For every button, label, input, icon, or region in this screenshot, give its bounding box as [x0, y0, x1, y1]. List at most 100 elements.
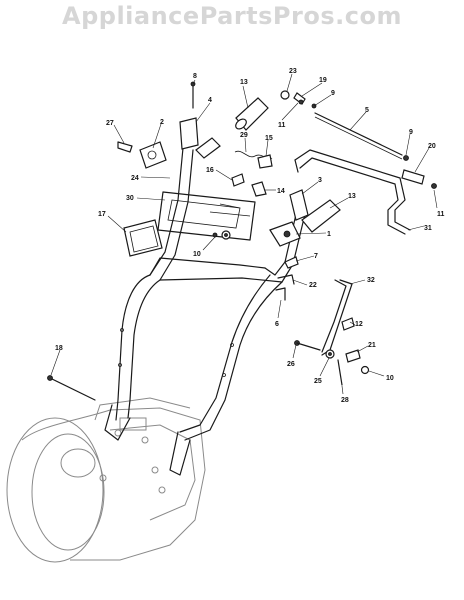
- leader-12: [349, 321, 356, 326]
- callout-8: 8: [193, 73, 197, 80]
- washer-25-center: [328, 352, 332, 356]
- callout-27: 27: [106, 120, 114, 127]
- grip-3: [289, 189, 309, 221]
- handle-frame: [104, 147, 306, 476]
- leader-29: [244, 137, 247, 153]
- housing-opening: [6, 417, 104, 563]
- callout-13-right: 13: [348, 193, 356, 200]
- leader-17: [107, 215, 127, 233]
- control-assembly-right: [269, 221, 301, 247]
- frame-hole: [222, 373, 226, 377]
- leader-4: [195, 102, 211, 123]
- clip-23: [280, 90, 290, 100]
- leader-28: [341, 385, 344, 395]
- callout-7: 7: [314, 253, 318, 260]
- leader-3: [301, 181, 319, 195]
- leader-25: [319, 357, 330, 377]
- callout-26: 26: [287, 361, 295, 368]
- bracket-15: [257, 154, 273, 169]
- callout-14: 14: [277, 188, 285, 195]
- left-lower-frame-inner: [127, 279, 161, 419]
- leader-11-top: [281, 102, 299, 121]
- nut-10-left: [212, 232, 218, 238]
- frame-crossbar-lower: [159, 277, 283, 283]
- housing-bracket: [119, 417, 147, 431]
- leader-16: [215, 169, 233, 181]
- callout-1: 1: [327, 231, 331, 238]
- callout-30: 30: [126, 195, 134, 202]
- callout-23: 23: [289, 68, 297, 75]
- callout-20: 20: [428, 143, 436, 150]
- callout-9-top: 9: [331, 90, 335, 97]
- callout-19: 19: [319, 77, 327, 84]
- pin-28: [337, 359, 343, 386]
- callout-9-right: 9: [409, 129, 413, 136]
- callout-labels: 8 23 19 13 4 9 5 27 2 11 29 15 9 20 16 2…: [55, 68, 445, 404]
- leader-10-lower: [368, 370, 385, 377]
- callout-3: 3: [318, 177, 322, 184]
- callout-2: 2: [160, 119, 164, 126]
- leader-26: [292, 344, 297, 359]
- callout-13-top: 13: [240, 79, 248, 86]
- callout-21: 21: [368, 342, 376, 349]
- rod-5: [314, 112, 403, 156]
- leader-8: [192, 79, 196, 85]
- housing-body: [21, 407, 206, 561]
- auger-housing: [6, 397, 206, 563]
- callout-12: 12: [355, 321, 363, 328]
- leader-2: [152, 123, 162, 149]
- watermark: AppliancePartsPros.com: [62, 2, 402, 30]
- frame-hole: [118, 363, 122, 367]
- callout-11-top: 11: [278, 122, 286, 129]
- knob-27: [117, 141, 133, 153]
- right-handle-mount: [169, 431, 191, 476]
- leader-18: [50, 349, 61, 376]
- dash-panel: [157, 191, 256, 241]
- callout-10-left: 10: [193, 251, 201, 258]
- leader-lines: [50, 73, 438, 395]
- right-lower-frame: [184, 281, 283, 441]
- coupler-20: [401, 169, 425, 185]
- lever-32-edge: [321, 279, 347, 353]
- leader-30: [136, 197, 166, 201]
- leader-27: [113, 124, 125, 144]
- leader-23: [286, 73, 293, 92]
- housing-bolt: [158, 486, 166, 494]
- control-assembly-left: [117, 141, 167, 169]
- leader-13-top: [242, 85, 249, 109]
- left-upper-handle: [149, 147, 184, 276]
- rod-18-shaft: [49, 377, 96, 401]
- leader-5: [349, 111, 367, 131]
- nut-9-right: [403, 155, 409, 161]
- grip-13-top-end: [235, 118, 247, 130]
- leader-20: [414, 147, 430, 173]
- left-lower-frame: [115, 274, 151, 421]
- part-14: [251, 181, 267, 197]
- bracket-22: [277, 274, 295, 285]
- frame-hole: [230, 343, 234, 347]
- lever-32: [321, 279, 353, 356]
- callout-22: 22: [309, 282, 317, 289]
- rod-18-end: [47, 375, 53, 381]
- chute-control: [294, 112, 437, 235]
- callout-17: 17: [98, 211, 106, 218]
- crank-31-edge: [299, 157, 406, 235]
- leader-22: [292, 279, 308, 286]
- nut-11-right: [431, 183, 437, 189]
- left-handle-mount: [104, 404, 131, 441]
- leader-15: [265, 139, 269, 157]
- housing-bolt: [114, 429, 122, 437]
- impeller-hub: [60, 448, 96, 478]
- leader-9-right: [405, 133, 411, 156]
- housing-opening-inner: [31, 433, 105, 551]
- bushing-10-left-center: [224, 233, 228, 237]
- clip-16: [231, 173, 245, 187]
- leader-13-right: [329, 197, 349, 209]
- callout-18: 18: [55, 345, 63, 352]
- control-pivot: [283, 230, 291, 238]
- headlight: [123, 219, 163, 257]
- clip-12: [341, 317, 355, 331]
- leader-11-right: [433, 189, 438, 209]
- clip-6: [275, 287, 286, 301]
